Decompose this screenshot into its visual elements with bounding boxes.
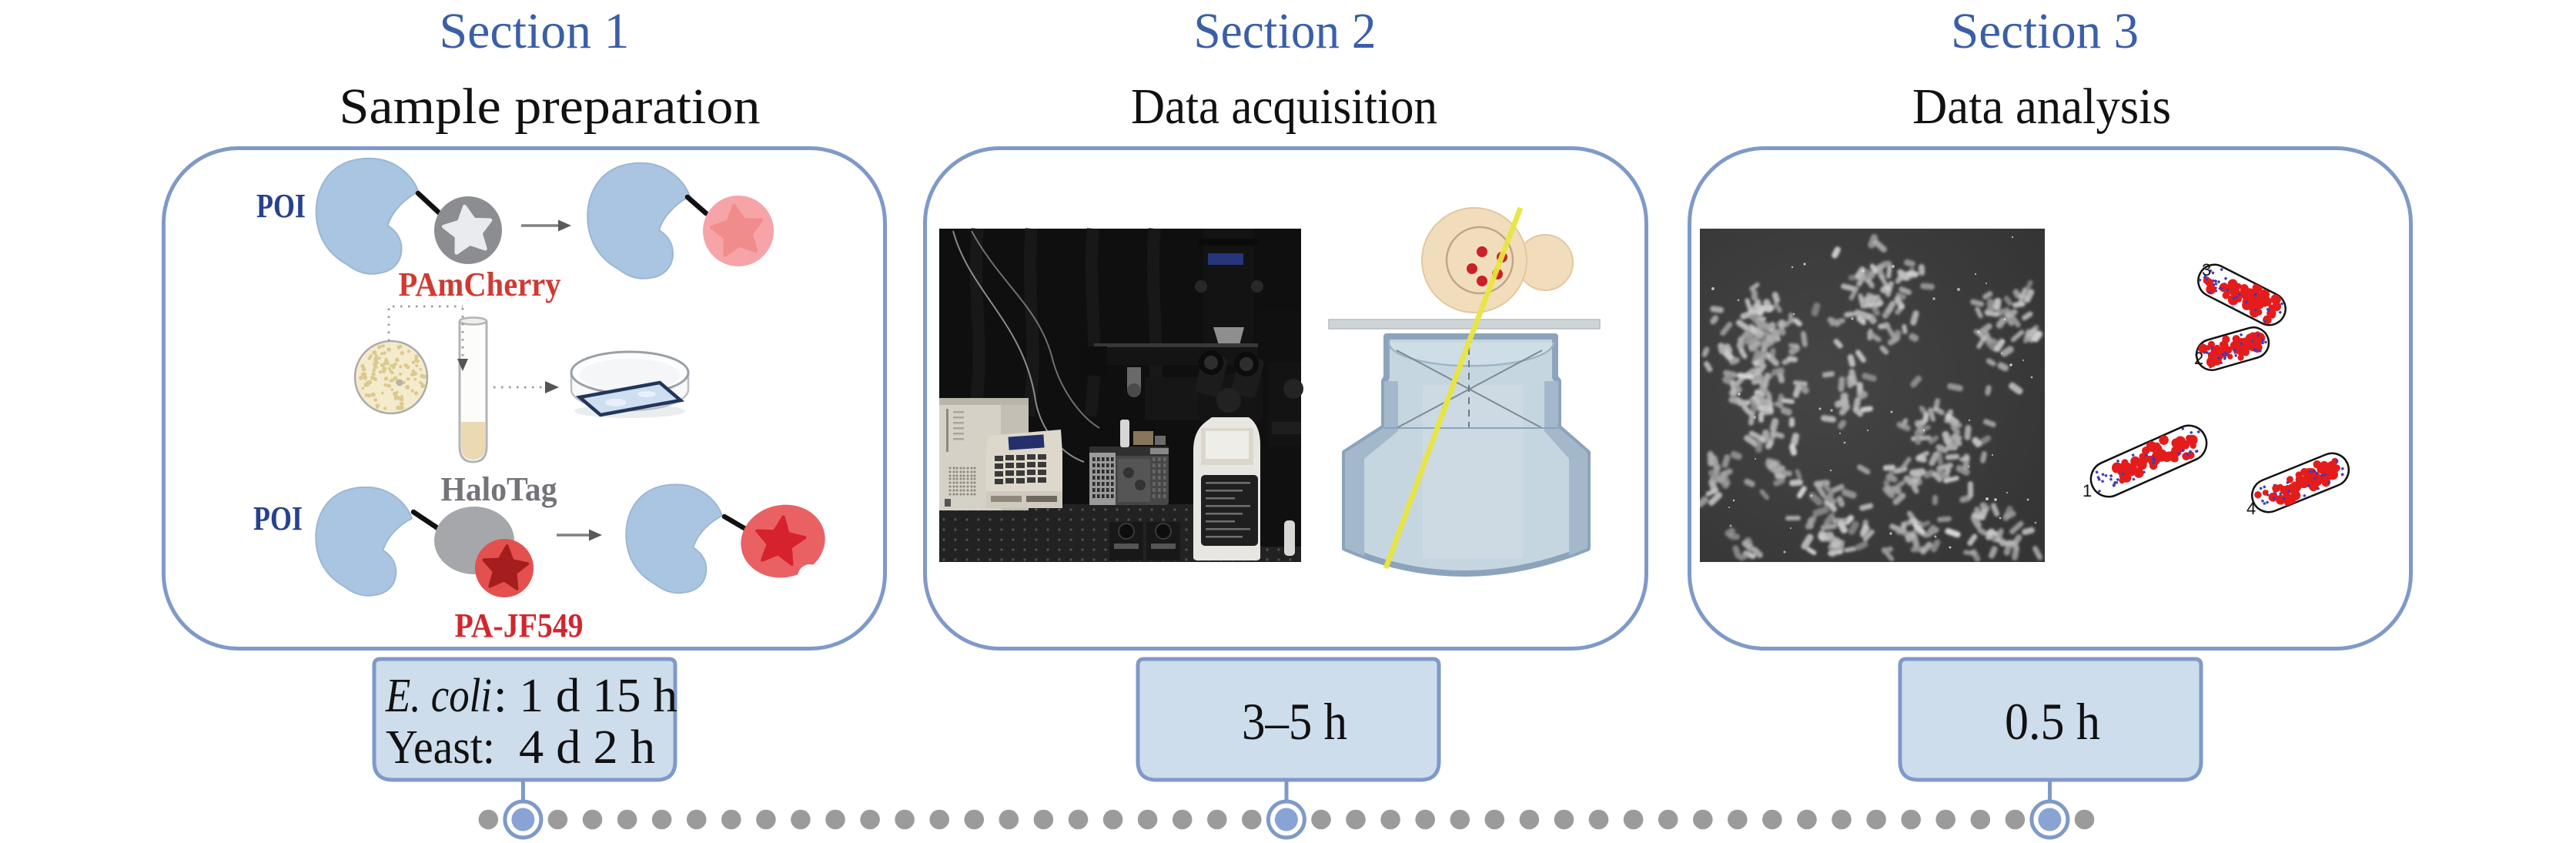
svg-text:Data analysis: Data analysis [1912, 79, 2171, 135]
svg-text:E. coli: E. coli [385, 670, 492, 722]
svg-text:Section 1: Section 1 [440, 3, 630, 59]
svg-text:4 d 2 h: 4 d 2 h [519, 721, 655, 774]
svg-text:: 1 d 15 h: : 1 d 15 h [493, 670, 677, 722]
svg-text:Sample preparation: Sample preparation [340, 79, 761, 135]
svg-text:POI: POI [256, 187, 306, 225]
svg-text:1: 1 [2083, 481, 2092, 500]
svg-text:Section 2: Section 2 [1194, 3, 1377, 59]
svg-text:POI: POI [253, 500, 303, 537]
svg-text:Section 3: Section 3 [1951, 3, 2139, 59]
svg-text:Data acquisition: Data acquisition [1131, 79, 1437, 135]
svg-text:3: 3 [2202, 260, 2211, 279]
svg-text:PAmCherry: PAmCherry [399, 266, 561, 303]
svg-text:HaloTag: HaloTag [441, 470, 557, 508]
svg-text:Yeast:: Yeast: [386, 721, 495, 774]
svg-text:4: 4 [2246, 499, 2256, 518]
svg-text:3–5 h: 3–5 h [1242, 692, 1347, 751]
svg-text:PA-JF549: PA-JF549 [455, 607, 584, 644]
svg-text:0.5 h: 0.5 h [2005, 692, 2100, 751]
svg-text:2: 2 [2194, 349, 2203, 368]
